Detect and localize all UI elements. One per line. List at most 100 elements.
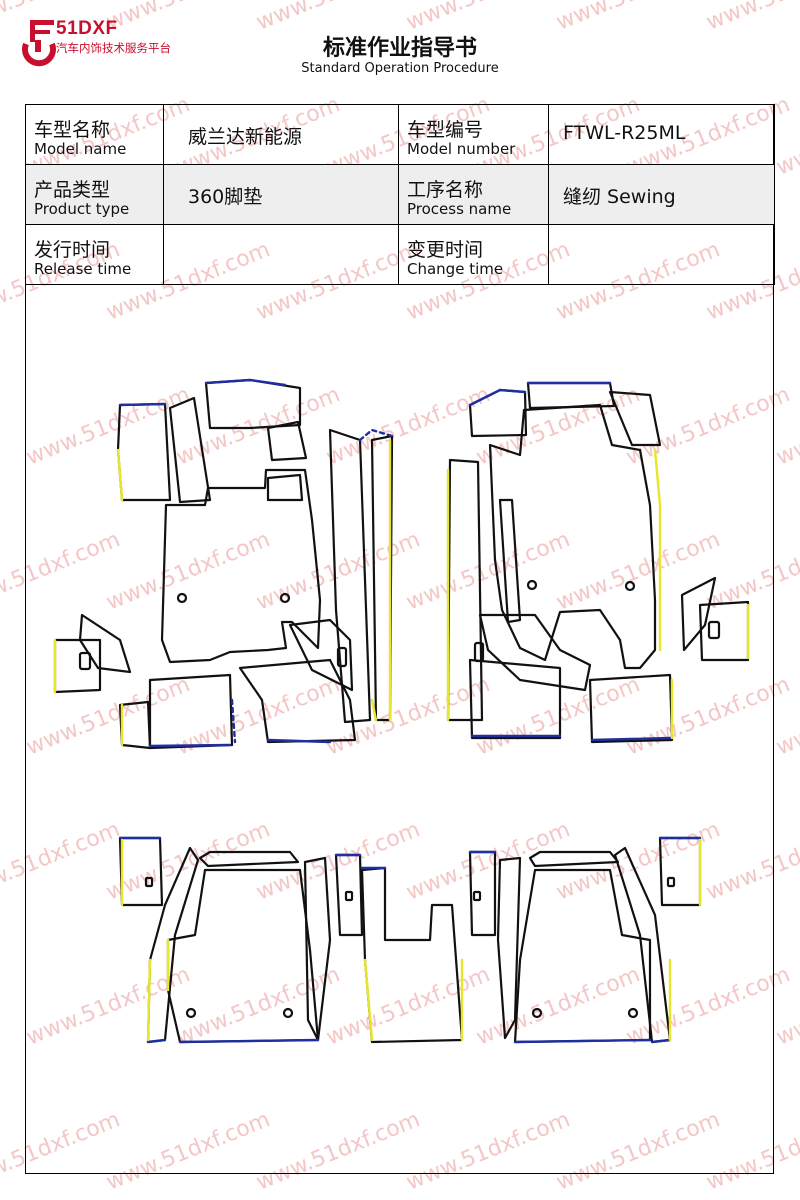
process-name-value: 缝纫 Sewing <box>548 164 775 225</box>
change-time-value <box>548 224 775 285</box>
value-text: FTWL-R25ML <box>563 122 686 144</box>
edge-mark <box>363 958 374 1042</box>
watermark-text: www.51dxf.com <box>773 962 800 1050</box>
edge-mark <box>468 388 527 407</box>
rear-right-mat-outline <box>513 868 652 1044</box>
front-right-right-piece <box>698 600 750 662</box>
info-table: 车型名称 Model name 威兰达新能源 车型编号 Model number… <box>25 104 775 285</box>
value-text: 360脚垫 <box>188 186 263 208</box>
edge-mark <box>146 1038 167 1044</box>
edge-mark <box>148 743 232 748</box>
rear-center-hump <box>360 866 464 1044</box>
model-number-value: FTWL-R25ML <box>548 104 775 165</box>
front-left-mat-group <box>53 378 394 750</box>
rear-mat-group <box>118 836 702 1044</box>
label-zh: 发行时间 <box>34 239 111 261</box>
edge-mark <box>146 958 152 1042</box>
front-left-clip <box>266 473 304 502</box>
label-en: Model name <box>34 140 127 158</box>
marker-slot <box>473 641 485 663</box>
release-time-value <box>163 224 399 285</box>
product-type-value: 360脚垫 <box>163 164 399 225</box>
mat-hole <box>526 579 538 591</box>
mat-hole <box>176 592 188 604</box>
process-name-label: 工序名称 Process name <box>398 164 549 225</box>
value-text: 威兰达新能源 <box>188 126 303 148</box>
mat-hole <box>624 580 636 592</box>
front-left-mat-outline <box>160 468 322 664</box>
brand-logo <box>22 18 242 78</box>
front-left-heel-piece <box>238 658 357 744</box>
document-subtitle: Standard Operation Procedure <box>301 61 499 76</box>
edge-mark <box>358 428 394 442</box>
front-left-top-piece <box>204 378 302 430</box>
front-right-tunnel-strip <box>446 458 484 722</box>
label-zh: 工序名称 <box>407 179 484 201</box>
rear-center-left-strip <box>303 856 332 1042</box>
model-number-label: 车型编号 Model number <box>398 104 549 165</box>
label-en: Release time <box>34 260 132 278</box>
release-time-label: 发行时间 Release time <box>25 224 164 285</box>
rear-left-top-piece <box>198 850 300 868</box>
marker-slot <box>472 890 482 902</box>
marker-slot <box>78 651 92 671</box>
value-text: 缝纫 Sewing <box>563 186 676 208</box>
front-right-mat-outline <box>488 403 657 670</box>
rear-center-left-strip <box>334 853 364 937</box>
front-left-top-piece <box>168 396 212 504</box>
mat-hole <box>282 1007 294 1019</box>
edge-mark <box>116 448 124 502</box>
rear-center-right-strip <box>496 856 522 1040</box>
marker-slot <box>336 646 348 668</box>
rear-left-side-piece <box>118 836 164 907</box>
front-left-top-piece <box>266 420 308 462</box>
edge-mark <box>590 736 672 742</box>
front-left-tunnel-strip <box>328 428 372 724</box>
label-zh: 车型编号 <box>407 119 484 141</box>
rear-right-top-piece <box>528 850 620 868</box>
label-zh: 车型名称 <box>34 119 111 141</box>
front-right-sill <box>588 673 674 744</box>
front-right-right-piece <box>680 576 717 652</box>
front-right-heel-piece <box>478 613 592 692</box>
edge-mark <box>653 448 662 652</box>
edge-mark <box>118 402 167 407</box>
watermark-text: www.51dxf.com <box>773 382 800 470</box>
front-left-top-piece <box>116 402 172 502</box>
watermark-text: www.51dxf.com <box>773 672 800 760</box>
label-en: Process name <box>407 200 512 218</box>
edge-mark <box>204 378 287 387</box>
info-row-model: 车型名称 Model name 威兰达新能源 车型编号 Model number… <box>25 104 775 165</box>
change-time-label: 变更时间 Change time <box>398 224 549 285</box>
marker-slot <box>707 620 721 640</box>
rear-right-side-piece <box>658 836 702 907</box>
model-name-label: 车型名称 Model name <box>25 104 164 165</box>
mat-hole <box>531 1007 543 1019</box>
edge-mark <box>370 698 378 722</box>
product-type-label: 产品类型 Product type <box>25 164 164 225</box>
model-name-value: 威兰达新能源 <box>163 104 399 165</box>
edge-mark <box>230 698 237 744</box>
front-right-top-piece <box>468 388 528 438</box>
info-row-time: 发行时间 Release time 变更时间 Change time <box>25 224 775 285</box>
front-left-heel-piece <box>288 618 354 692</box>
mat-hole <box>279 592 291 604</box>
logo-mark-icon <box>22 20 56 67</box>
label-en: Product type <box>34 200 130 218</box>
label-zh: 产品类型 <box>34 179 111 201</box>
watermark-text: www.51dxf.com <box>773 92 800 180</box>
label-zh: 变更时间 <box>407 239 484 261</box>
front-right-inner-strip <box>498 498 522 624</box>
blue-edge-marks <box>118 378 702 1044</box>
label-en: Model number <box>407 140 516 158</box>
marker-slot <box>666 876 676 888</box>
front-left-sill <box>148 673 234 750</box>
brand-name: 51DXF <box>56 18 118 39</box>
front-left-sill <box>118 700 152 750</box>
front-right-top-piece <box>526 381 616 410</box>
front-right-heel-piece <box>468 658 562 740</box>
mat-hole <box>627 1007 639 1019</box>
edge-mark <box>178 1038 320 1044</box>
yellow-edge-marks <box>53 438 750 1042</box>
info-row-product: 产品类型 Product type 360脚垫 工序名称 Process nam… <box>25 164 775 225</box>
